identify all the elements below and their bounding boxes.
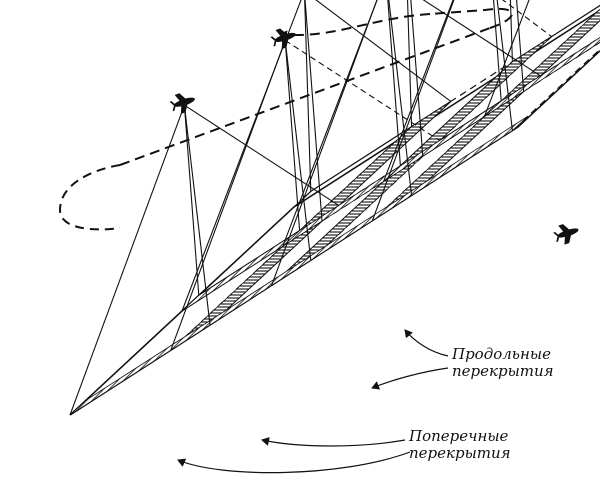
pyramid-edge (371, 0, 455, 221)
pyramid-edge (509, 0, 513, 62)
overlap-zones (69, 8, 600, 416)
pyramid-edge (383, 0, 454, 182)
pyramid-edge (183, 105, 200, 296)
pyramid-edge (493, 0, 502, 102)
pyramid-edge (315, 0, 452, 102)
pyramid-edge (304, 0, 323, 222)
airplane-wings (275, 28, 290, 50)
transverse-overlap-label-line-1: Поперечные (409, 427, 509, 445)
flight-path-turn (429, 7, 513, 29)
longitudinal-overlap-label: Продольные перекрытия (452, 346, 554, 380)
pyramid-edge (407, 0, 413, 127)
pyramid-edge (410, 0, 424, 157)
pyramid-edge (387, 0, 401, 166)
pyramid-edge (304, 0, 312, 192)
pyramid-edge (422, 0, 541, 77)
pyramid-edge (184, 104, 340, 206)
longitudinal-overlap-zone (484, 8, 600, 117)
airplane-tail (270, 36, 277, 47)
longitudinal-overlap-label-line-1: Продольные (452, 345, 551, 363)
flight-path-line-1 (119, 27, 491, 166)
airplane-tail (553, 231, 560, 243)
transverse-pointer-2 (177, 451, 411, 474)
flight-path (58, 164, 121, 231)
pyramid-edge (284, 40, 301, 231)
airplane-icon (270, 28, 296, 50)
longitudinal-pointer-2 (371, 367, 449, 390)
airplane-tail (169, 101, 176, 112)
aircraft-group (169, 0, 579, 245)
longitudinal-pointer-1 (404, 329, 449, 357)
flight-path-direction-arrow (279, 13, 431, 40)
camera-pyramids (69, 0, 552, 416)
pyramid-edge (282, 0, 378, 247)
pyramid-edge (183, 105, 211, 326)
pyramid-edge (483, 0, 530, 117)
longitudinal-overlap-zone (170, 205, 340, 351)
pyramid-edge (69, 105, 185, 416)
pyramid-edge (496, 0, 513, 131)
photo-footprint (483, 8, 600, 118)
pyramid-edge (284, 40, 312, 261)
airplane-icon (288, 0, 318, 2)
longitudinal-overlap-label-line-2: перекрытия (452, 362, 554, 380)
pyramid-edge (284, 39, 440, 142)
transverse-overlap-label: Поперечные перекрытия (409, 428, 511, 462)
transverse-overlap-zone (484, 37, 600, 117)
airplane-icon (553, 224, 579, 245)
pyramid-edge (388, 0, 413, 196)
airplane-wings (174, 93, 189, 114)
transverse-overlap-label-line-2: перекрытия (409, 444, 511, 462)
airplane-icon (169, 93, 195, 114)
transverse-pointer-1 (261, 437, 406, 447)
airplane-wings (558, 224, 572, 245)
pyramid-edge (516, 0, 525, 92)
pyramid-edge (502, 0, 552, 38)
transverse-overlap-zone (69, 115, 529, 416)
